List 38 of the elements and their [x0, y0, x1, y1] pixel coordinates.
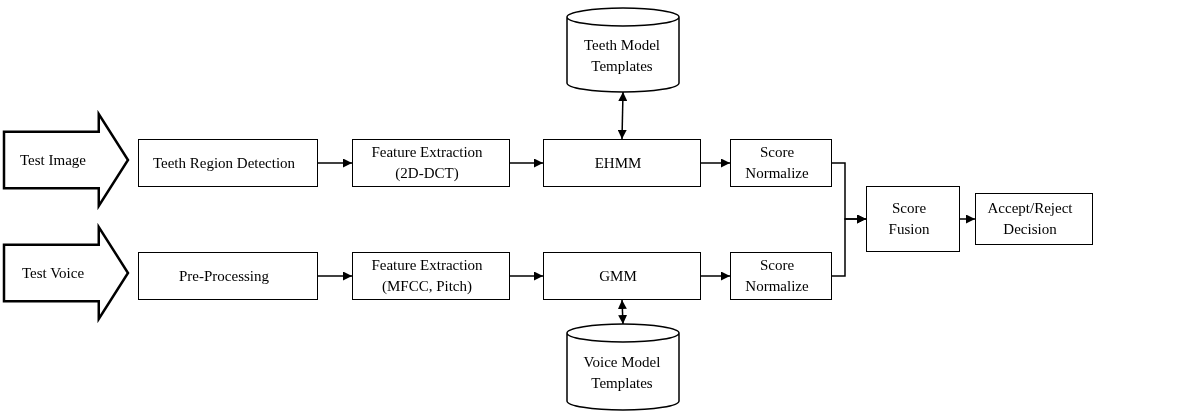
node-label: Score Normalize	[744, 143, 810, 183]
node-label: Score Normalize	[744, 256, 810, 296]
process-box	[543, 139, 701, 187]
arrow	[317, 158, 353, 168]
input-pentagon-shape	[3, 226, 129, 320]
process-box	[138, 252, 318, 300]
arrow	[617, 91, 628, 140]
process-box	[352, 252, 510, 300]
arrow	[617, 299, 628, 325]
node-label: Test Voice	[21, 263, 85, 283]
input-pentagon-shape	[3, 113, 129, 207]
node-label: EHMM	[594, 153, 642, 173]
database-cylinder	[566, 8, 680, 92]
process-box	[138, 139, 318, 187]
arrow	[831, 214, 867, 277]
arrow	[509, 158, 544, 168]
database-cylinder	[566, 324, 680, 410]
node-label: Voice Model Templates	[582, 353, 662, 393]
arrow	[959, 214, 976, 224]
node-label: Test Image	[20, 150, 86, 170]
node-label: Teeth Region Detection	[152, 153, 296, 173]
node-label: Pre-Processing	[179, 266, 269, 286]
process-box	[730, 139, 832, 187]
node-label: Accept/Reject Decision	[986, 199, 1074, 239]
arrow	[700, 271, 731, 281]
node-label: GMM	[599, 266, 637, 286]
process-box	[975, 193, 1093, 245]
arrow	[700, 158, 731, 168]
arrow	[509, 271, 544, 281]
arrow	[317, 271, 353, 281]
process-box	[352, 139, 510, 187]
process-box	[543, 252, 701, 300]
node-label: Teeth Model Templates	[583, 36, 661, 76]
node-label: Score Fusion	[887, 199, 931, 239]
process-box	[866, 186, 960, 252]
node-label: Feature Extraction (2D-DCT)	[370, 143, 484, 183]
process-box	[730, 252, 832, 300]
node-label: Feature Extraction (MFCC, Pitch)	[370, 256, 484, 296]
